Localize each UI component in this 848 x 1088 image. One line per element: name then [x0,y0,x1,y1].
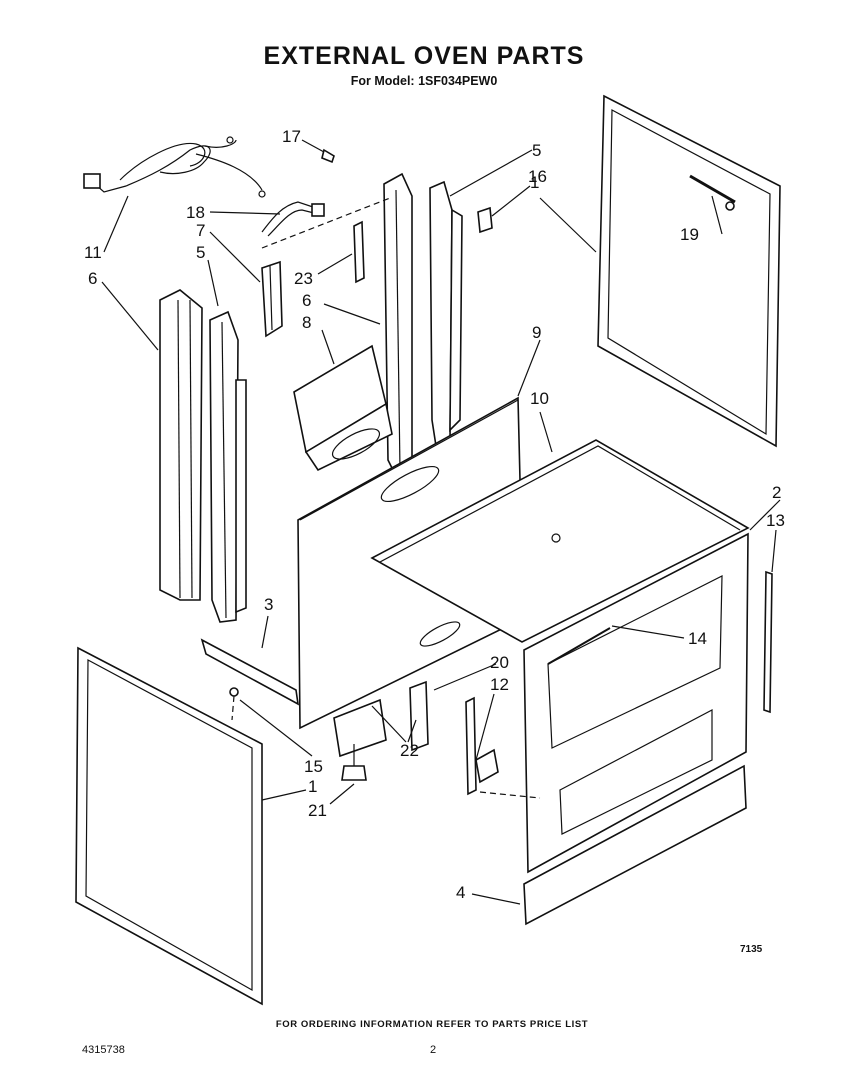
part-20-bracket [409,680,429,752]
part-10-top-cover [370,439,750,643]
callout-13: 13 [766,511,785,530]
figure-code: 7135 [740,944,763,955]
callout-22: 22 [400,741,419,760]
callout-20: 20 [490,653,509,672]
callout-14: 14 [688,629,707,648]
alignment-lines [231,197,541,799]
part-16-clip [477,206,493,234]
callout-5-left: 5 [196,243,205,262]
part-8-vent-duct [293,344,393,472]
part-side-panel-left [75,646,263,1006]
document-number: 4315738 [82,1044,125,1056]
part-17-clip [321,148,335,164]
part-22-bracket [333,698,387,758]
page-title: EXTERNAL OVEN PARTS [263,42,585,70]
ordering-note: FOR ORDERING INFORMATION REFER TO PARTS … [275,1019,589,1030]
part-5-rail-left [209,310,247,623]
callout-7: 7 [196,221,205,240]
part-6-side-rail-left [159,289,203,601]
callout-9: 9 [532,323,541,342]
callout-6-mid: 6 [302,291,311,310]
callout-6-left: 6 [88,269,97,288]
part-11-power-cord [83,136,266,198]
part-13-seal-strip [763,570,773,714]
part-15-screw [229,687,239,697]
part-21-leveling-leg [341,744,367,781]
callout-15: 15 [304,757,323,776]
callout-3: 3 [264,595,273,614]
callout-8: 8 [302,313,311,332]
part-side-panel-right [597,94,781,448]
callout-10: 10 [530,389,549,408]
part-18-wire-harness [261,201,325,237]
part-12-bracket [465,696,499,796]
callout-19: 19 [680,225,699,244]
callout-21: 21 [308,801,327,820]
callout-11: 11 [84,243,102,262]
callout-labels: 1 1 2 3 4 5 5 6 6 7 8 9 10 11 12 13 14 1… [84,127,785,902]
callout-23: 23 [294,269,313,288]
page-number: 2 [430,1044,437,1056]
callout-17: 17 [282,127,301,146]
part-2-front-frame [523,532,749,874]
model-subtitle: For Model: 1SF034PEW0 [350,74,498,88]
callout-1-top: 1 [530,173,539,192]
callout-16: 16 [528,167,547,186]
callout-18: 18 [186,203,205,222]
part-14-strip [547,627,611,665]
callout-2: 2 [772,483,781,502]
part-4-kick-plate [523,764,747,926]
callout-12: 12 [490,675,509,694]
part-19-bar [689,174,736,211]
part-5-rail-right [429,180,463,448]
part-23-strip [353,220,365,284]
callout-1-bottom: 1 [308,777,317,796]
part-7-bracket [261,260,283,338]
leader-lines [101,139,781,905]
callout-4: 4 [456,883,465,902]
part-3-rail [200,638,300,706]
callout-5-right: 5 [532,141,541,160]
